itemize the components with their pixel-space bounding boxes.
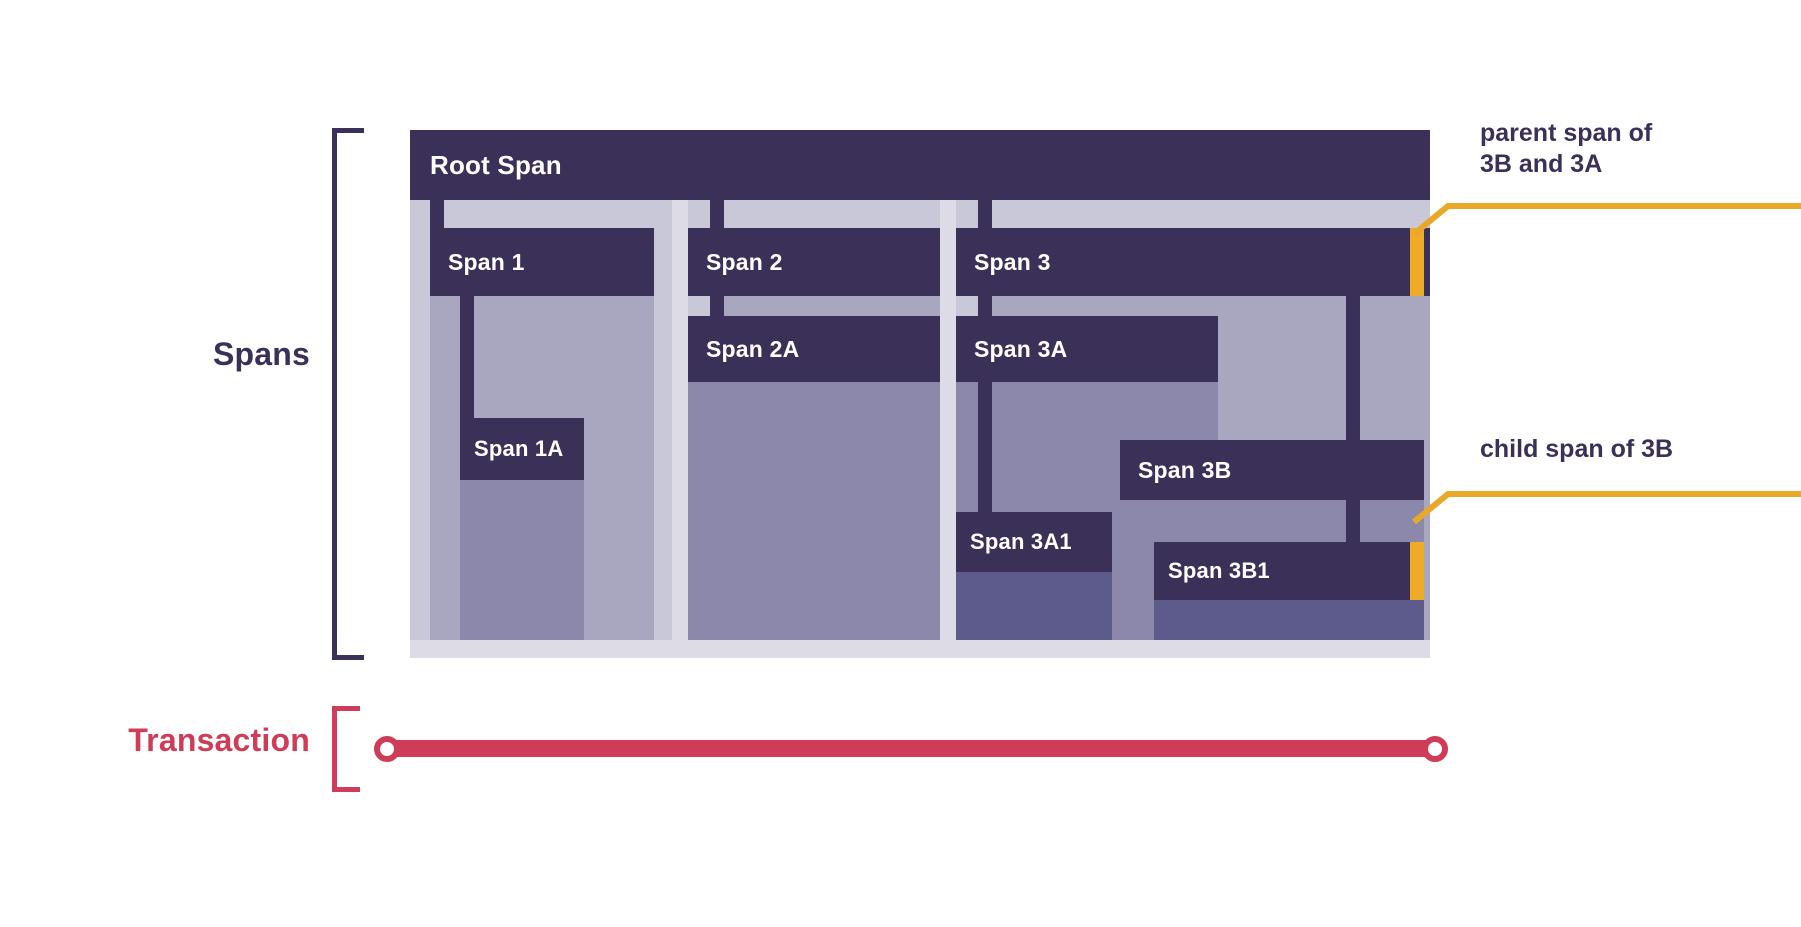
span-bar-span-3b[interactable]: Span 3B (1120, 440, 1424, 500)
transaction-duration-bar (385, 740, 1430, 757)
lane-span3a1-depth4 (956, 572, 1112, 640)
lane-span1a-depth3 (460, 460, 584, 640)
leader-line-parent-annotation (1408, 200, 1801, 240)
connector-root-to-span3 (978, 200, 992, 228)
transaction-start-marker (374, 736, 400, 762)
spans-bracket-stem (332, 128, 337, 660)
connector-span3b-to-span3b1 (1346, 500, 1360, 542)
spans-bracket-top-arm (332, 128, 364, 133)
parent-annotation-text: parent span of 3B and 3A (1480, 119, 1653, 179)
transaction-bracket-top-arm (332, 706, 360, 711)
transaction-section-label: Transaction (128, 722, 310, 758)
connector-root-to-span1 (430, 200, 444, 228)
spans-panel: Root Span Span 1 Span 1A Span 2 Span 2A … (410, 130, 1430, 658)
span-bar-span-3a1[interactable]: Span 3A1 (956, 512, 1112, 572)
spans-bracket (332, 128, 364, 660)
highlight-marker-span-3 (1410, 228, 1424, 296)
transaction-bracket (332, 706, 360, 792)
span-bar-root[interactable]: Root Span (410, 130, 1430, 200)
span-bar-span-1a[interactable]: Span 1A (460, 418, 584, 480)
span-bar-span-1[interactable]: Span 1 (430, 228, 654, 296)
connector-root-to-span2 (710, 200, 724, 228)
leader-line-child-annotation (1408, 488, 1801, 528)
spans-section-label: Spans (212, 336, 310, 372)
transaction-bracket-bottom-arm (332, 787, 360, 792)
connector-span3a-to-span3a1 (978, 382, 992, 522)
span-bar-span-2[interactable]: Span 2 (688, 228, 940, 296)
span-bar-span-3[interactable]: Span 3 (956, 228, 1430, 296)
lane-span2a-depth3 (688, 382, 940, 640)
connector-span1-to-span1a (460, 296, 474, 418)
spans-bracket-bottom-arm (332, 655, 364, 660)
span-bar-span-3a[interactable]: Span 3A (956, 316, 1218, 382)
span-bar-span-3b1[interactable]: Span 3B1 (1154, 542, 1424, 600)
highlight-marker-span-3b1 (1410, 542, 1424, 600)
transaction-bracket-stem (332, 706, 337, 792)
child-annotation-text: child span of 3B (1480, 435, 1674, 463)
span-bar-span-2a[interactable]: Span 2A (688, 316, 940, 382)
transaction-end-marker (1422, 736, 1448, 762)
lane-span3b1-depth4 (1154, 600, 1424, 640)
